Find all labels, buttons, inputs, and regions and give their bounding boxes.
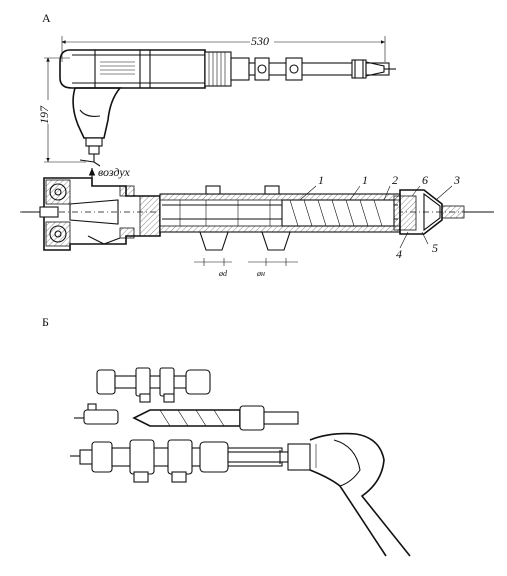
- callout-4: 4: [396, 247, 402, 261]
- callout-3: 3: [453, 173, 460, 187]
- diameter-n-label: øн: [256, 269, 265, 278]
- panel-a-label: А: [42, 11, 51, 25]
- air-inlet-label: воздух: [98, 165, 130, 179]
- panel-b-label: Б: [42, 315, 49, 329]
- callout-1b: 1: [362, 173, 368, 187]
- dimension-height-label: 197: [37, 105, 51, 124]
- callout-5: 5: [432, 241, 438, 255]
- tool-section-view: [20, 177, 496, 266]
- tool-parts-illustration: [70, 367, 411, 557]
- callout-1a: 1: [318, 173, 324, 187]
- callout-6: 6: [422, 173, 428, 187]
- tool-side-view: 530 197: [37, 34, 396, 167]
- callout-2: 2: [392, 173, 398, 187]
- diameter-d-label: ød: [218, 269, 228, 278]
- dimension-length-label: 530: [251, 34, 269, 48]
